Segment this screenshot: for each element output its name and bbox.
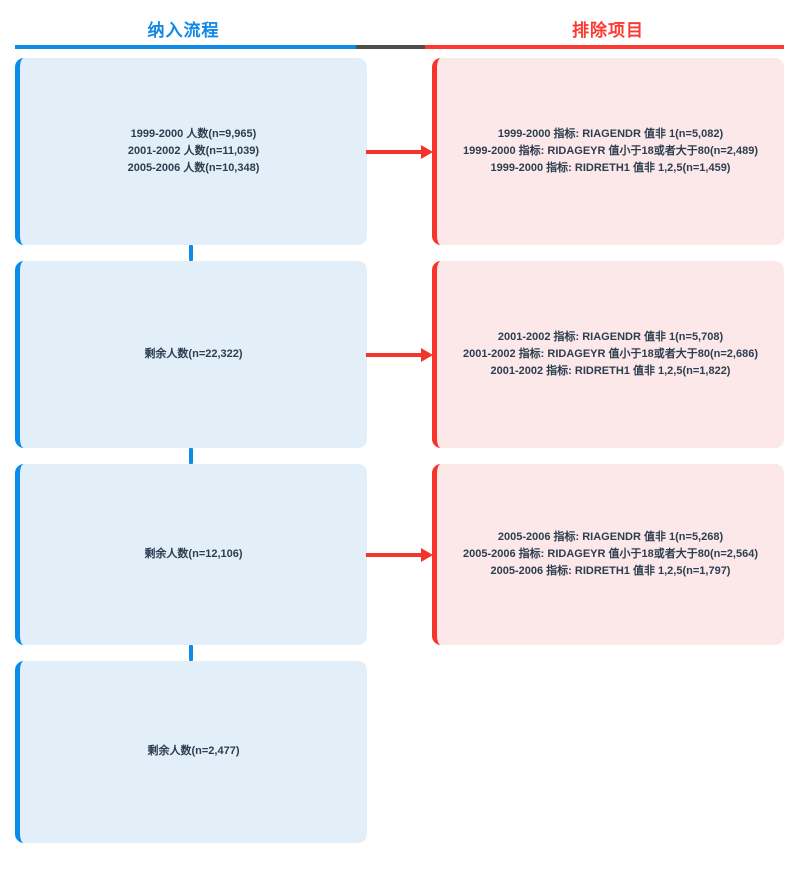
include-node-3-text: 剩余人数(n=12,106) [144, 547, 243, 560]
arrow-right-1-head [421, 145, 433, 159]
exclude-node-2-text: 2001-2002 指标: RIAGENDR 值非 1(n=5,708) 200… [463, 330, 758, 378]
include-node-3[interactable]: 剩余人数(n=12,106) [15, 464, 367, 645]
arrow-right-3-shaft [366, 553, 421, 557]
include-node-2[interactable]: 剩余人数(n=22,322) [15, 261, 367, 448]
arrow-right-3-head [421, 548, 433, 562]
exclude-node-3-text: 2005-2006 指标: RIAGENDR 值非 1(n=5,268) 200… [463, 530, 758, 578]
header-rule-left [15, 45, 356, 49]
connector-vertical-2 [189, 448, 193, 464]
exclude-node-1-text: 1999-2000 指标: RIAGENDR 值非 1(n=5,082) 199… [463, 127, 758, 175]
arrow-right-2-head [421, 348, 433, 362]
arrow-right-3 [366, 548, 433, 562]
include-node-1[interactable]: 1999-2000 人数(n=9,965) 2001-2002 人数(n=11,… [15, 58, 367, 245]
arrow-right-2-shaft [366, 353, 421, 357]
arrow-right-2 [366, 348, 433, 362]
connector-vertical-1 [189, 245, 193, 261]
column-header-exclude: 排除项目 [572, 21, 644, 40]
arrow-right-1-shaft [366, 150, 421, 154]
header-rule-right [425, 45, 784, 49]
column-header-include: 纳入流程 [147, 21, 220, 40]
header-rule-middle [356, 45, 425, 49]
include-node-4-text: 剩余人数(n=2,477) [147, 745, 240, 758]
arrow-right-1 [366, 145, 433, 159]
include-node-4[interactable]: 剩余人数(n=2,477) [15, 661, 367, 843]
include-node-2-text: 剩余人数(n=22,322) [144, 347, 243, 360]
exclude-node-1[interactable]: 1999-2000 指标: RIAGENDR 值非 1(n=5,082) 199… [432, 58, 784, 245]
connector-vertical-3 [189, 645, 193, 661]
exclude-node-2[interactable]: 2001-2002 指标: RIAGENDR 值非 1(n=5,708) 200… [432, 261, 784, 448]
include-node-1-text: 1999-2000 人数(n=9,965) 2001-2002 人数(n=11,… [127, 127, 260, 175]
exclude-node-3[interactable]: 2005-2006 指标: RIAGENDR 值非 1(n=5,268) 200… [432, 464, 784, 645]
